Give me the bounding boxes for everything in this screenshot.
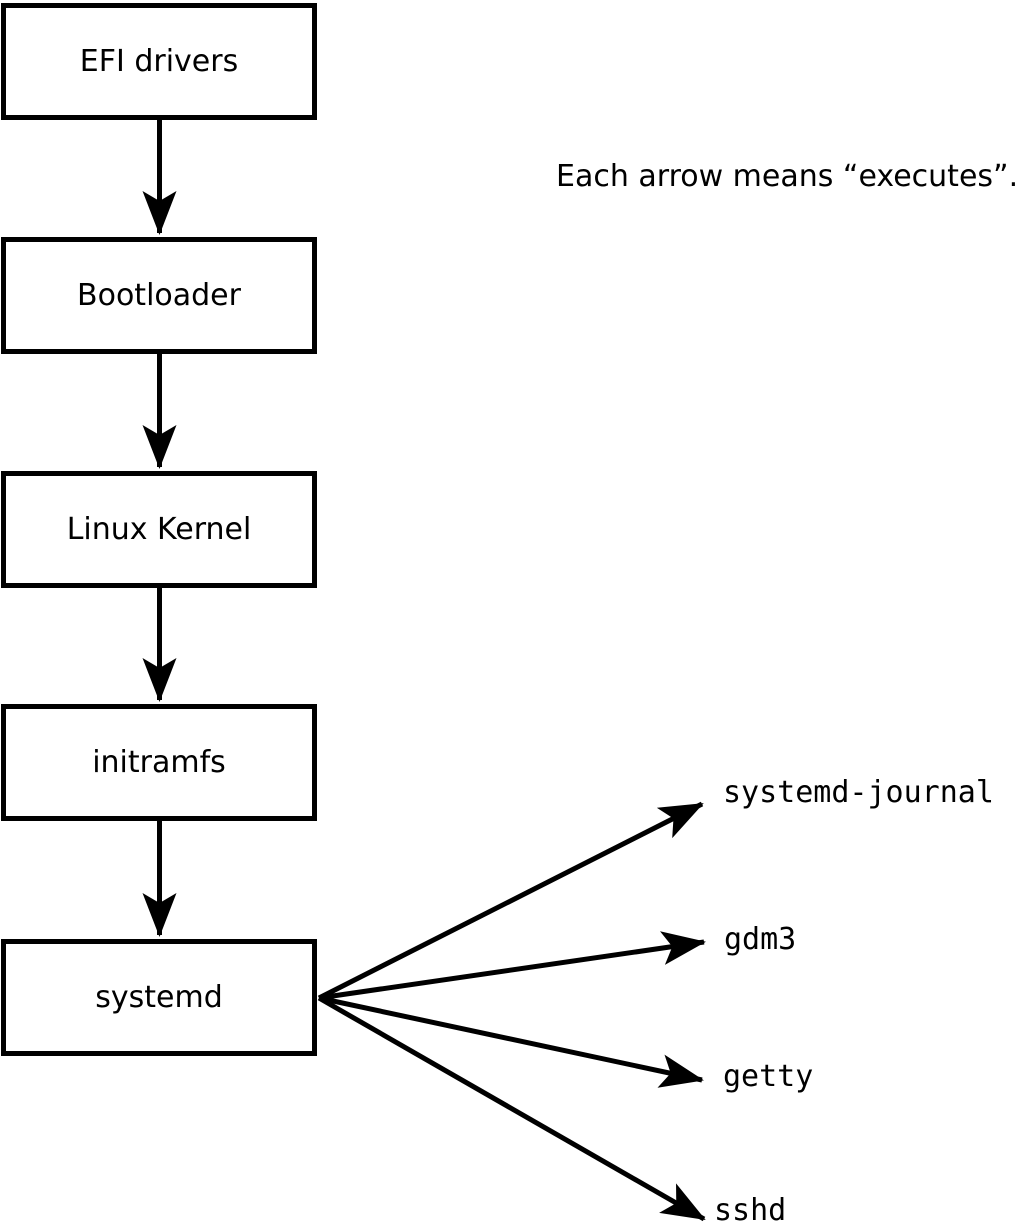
label-gdm3: gdm3: [724, 922, 797, 957]
box-bootloader: Bootloader: [1, 237, 317, 354]
box-linux-kernel-label: Linux Kernel: [66, 511, 252, 547]
box-linux-kernel: Linux Kernel: [1, 471, 317, 588]
arrow-systemd-to-journal: [317, 801, 704, 1001]
box-efi-drivers: EFI drivers: [1, 3, 317, 120]
box-initramfs-label: initramfs: [92, 744, 226, 780]
box-efi-drivers-label: EFI drivers: [79, 43, 239, 79]
box-initramfs: initramfs: [1, 704, 317, 821]
arrow-systemd-to-gdm3: [318, 931, 706, 1001]
legend-note: Each arrow means “executes”.: [556, 159, 1019, 194]
label-sshd: sshd: [714, 1193, 787, 1228]
arrow-systemd-to-getty: [318, 995, 704, 1088]
box-bootloader-label: Bootloader: [77, 277, 241, 313]
label-getty: getty: [723, 1059, 814, 1094]
box-systemd: systemd: [1, 939, 317, 1056]
arrow-systemd-to-sshd: [317, 995, 706, 1222]
label-systemd-journal: systemd-journal: [723, 775, 994, 810]
box-systemd-label: systemd: [95, 979, 223, 1015]
